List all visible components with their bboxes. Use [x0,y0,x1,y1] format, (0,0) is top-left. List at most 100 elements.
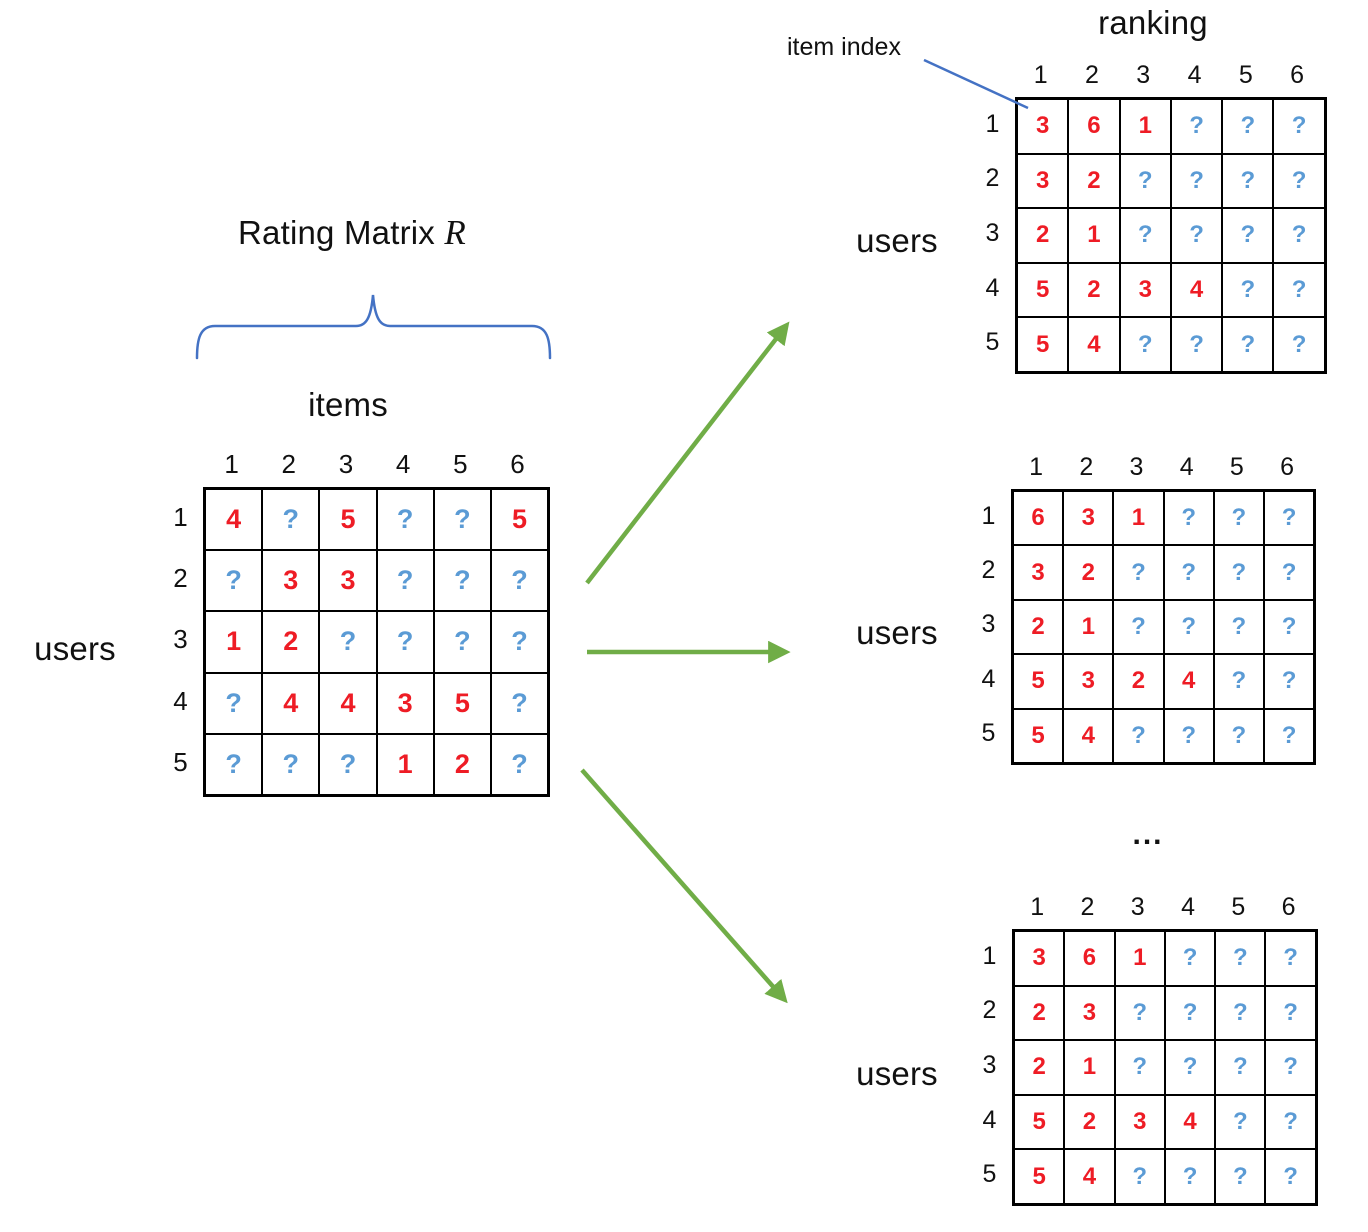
matrix-cell: ? [1164,1149,1216,1204]
matrix-cell: ? [490,611,549,673]
matrix-cell: ? [1263,545,1315,600]
ellipsis: ... [1132,818,1164,851]
row-header: 5 [981,719,996,748]
row-header: 4 [985,273,1000,302]
matrix-cell: 4 [1164,1094,1216,1150]
matrix-cell: ? [1273,317,1325,372]
matrix-cell: 2 [1017,208,1069,263]
matrix-cell: 3 [262,550,320,612]
matrix-cell: 4 [1068,317,1120,372]
matrix-cell: ? [1215,1040,1266,1095]
column-header: 3 [1136,61,1151,89]
matrix-cell: 1 [1068,208,1120,263]
matrix-cell: ? [1265,985,1316,1041]
matrix-cell: 4 [262,672,320,734]
matrix-cell: 5 [319,489,377,551]
column-header: 3 [1130,893,1145,921]
row-header: 1 [981,501,996,530]
matrix-cell: ? [1213,708,1264,763]
column-header: 6 [1280,453,1294,481]
matrix-cell: ? [205,672,263,734]
matrix-cell: ? [1273,208,1325,263]
matrix-cell: ? [490,550,549,612]
matrix-cell: ? [1215,985,1266,1041]
matrix-cell: ? [376,611,434,673]
row-header: 4 [982,1105,997,1134]
column-header: 4 [1187,61,1202,89]
matrix-cell: ? [1265,1094,1316,1150]
matrix-cell: 5 [1017,317,1069,372]
matrix-cell: ? [205,550,263,612]
matrix-cell: ? [1273,99,1325,154]
matrix-cell: 3 [1114,1094,1165,1150]
matrix-cell: 2 [1068,262,1120,318]
matrix-cell: ? [433,550,491,612]
row-header: 3 [982,1050,997,1079]
row-header: 5 [985,328,1000,357]
matrix-cell: ? [376,550,434,612]
matrix-cell: ? [1164,931,1216,986]
column-header: 2 [1084,61,1099,89]
rating-matrix-title-text: Rating Matrix [238,214,445,251]
arrow-to-top-matrix [585,321,790,585]
row-header: 5 [982,1160,997,1189]
row-header: 3 [985,218,1000,247]
matrix-cell: ? [262,733,320,795]
matrix-cell: ? [1170,317,1223,372]
matrix-cell: ? [1273,262,1325,318]
matrix-cell: 3 [1013,545,1064,600]
matrix-cell: ? [262,489,320,551]
matrix-cell: 2 [1063,545,1114,600]
matrix-cell: ? [1213,599,1264,655]
ranking-label: ranking [1098,4,1208,41]
column-header: 5 [453,449,468,479]
matrix-cell: ? [1263,654,1315,709]
matrix-cell: 2 [1014,1040,1065,1095]
matrix-cell: ? [376,489,434,551]
column-header: 4 [1179,453,1194,481]
matrix-cell: 5 [433,672,491,734]
row-headers: 1 2 3 4 5 [970,97,1015,370]
matrix-cell: ? [490,672,549,734]
row-header: 2 [981,556,996,585]
column-header: 2 [1080,893,1095,921]
matrix-cell: 1 [1064,1040,1115,1095]
matrix-cell: 3 [1017,99,1069,154]
matrix-cell: ? [1263,491,1315,546]
matrix-cell: ? [1113,545,1164,600]
matrix-cell: 3 [1064,985,1115,1041]
matrix-cell: ? [1114,1040,1165,1095]
row-header: 2 [985,164,1000,193]
row-header: 1 [173,502,188,533]
matrix-cell: 5 [1014,1149,1065,1204]
matrix-cell: ? [1215,1094,1266,1150]
matrix-cell: 1 [1114,931,1165,986]
row-header: 5 [173,746,188,777]
item-index-label: item index [787,33,901,61]
matrix-cell: ? [1163,708,1214,763]
column-header: 1 [1033,61,1048,89]
matrix-cell: 3 [319,550,377,612]
column-header: 3 [338,449,354,479]
matrix-cell: 3 [1017,153,1069,209]
matrix-cell: 1 [1113,491,1164,546]
matrix-cell: 6 [1068,99,1120,154]
column-header: 4 [1181,893,1195,921]
matrix-cell: 2 [1064,1094,1115,1150]
items-label: items [308,386,388,423]
matrix-cell: 2 [1014,985,1065,1041]
matrix-cell: ? [1222,153,1274,209]
row-header: 1 [985,109,1000,138]
arrow-to-bottom-matrix [580,768,788,1004]
matrix-cell: ? [1222,99,1274,154]
matrix-cell: 2 [1068,153,1120,209]
matrix-cell: ? [1113,599,1164,655]
